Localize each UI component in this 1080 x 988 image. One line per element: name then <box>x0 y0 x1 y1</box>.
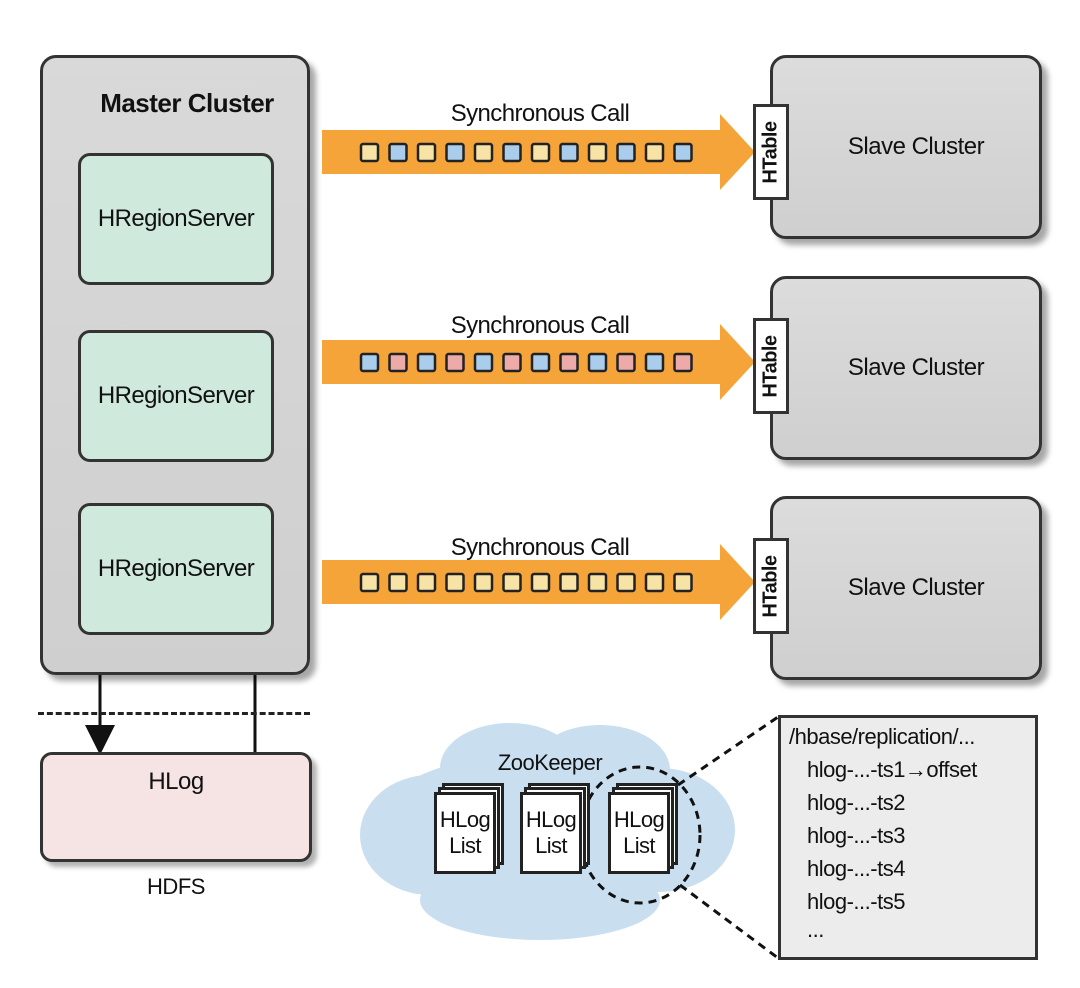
zookeeper-label: ZooKeeper <box>497 750 603 775</box>
queue-item <box>587 352 608 373</box>
replication-path: /hbase/replication/... <box>789 724 975 749</box>
queue-item <box>388 352 408 373</box>
replication-entry-2: hlog-...-ts2 <box>807 790 905 815</box>
queue-item <box>445 142 465 163</box>
slave-cluster-1: Slave Cluster <box>770 55 1042 239</box>
htable-label-3: HTable <box>759 554 782 618</box>
hdfs-label: HDFS <box>147 874 205 899</box>
hlog-box <box>40 752 312 862</box>
hlog-list-3-line1: HLog <box>613 807 665 832</box>
region-server-3: HRegionServer <box>78 503 274 635</box>
queue-item <box>587 572 608 593</box>
region-server-2: HRegionServer <box>78 330 274 462</box>
hlog-list-1-line2: List <box>449 833 481 858</box>
queue-item <box>616 572 636 593</box>
queue-item <box>502 572 522 593</box>
htable-tag-3: HTable <box>753 538 789 634</box>
hlog-title: HLog <box>148 768 204 795</box>
queue-item <box>530 572 551 593</box>
htable-label-1: HTable <box>759 120 782 184</box>
replication-more: ... <box>807 917 824 942</box>
replication-state-panel: /hbase/replication/... hlog-...-ts1→offs… <box>778 715 1038 960</box>
queue-item <box>416 142 437 163</box>
queue-item <box>416 352 437 373</box>
hlog-list-1: HLog List <box>434 792 496 874</box>
queue-item <box>559 572 579 593</box>
sync-call-label-2: Synchronous Call <box>450 312 630 339</box>
queue-item <box>673 572 693 593</box>
queue-item <box>359 352 380 373</box>
region-server-1: HRegionServer <box>78 153 274 285</box>
hlog-list-3-line2: List <box>623 833 655 858</box>
queue-item <box>502 352 522 373</box>
hdfs-boundary-line <box>38 712 310 715</box>
queue-item <box>359 572 380 593</box>
zoom-line-top <box>677 715 779 787</box>
htable-label-2: HTable <box>759 334 782 398</box>
slave-cluster-3: Slave Cluster <box>770 496 1042 680</box>
queue-item <box>388 572 408 593</box>
htable-tag-1: HTable <box>753 104 789 200</box>
queue-item <box>530 352 551 373</box>
master-cluster-title: Master Cluster <box>100 88 274 118</box>
queue-item <box>673 352 693 373</box>
queue-item <box>388 142 408 163</box>
replication-entry-4: hlog-...-ts4 <box>807 856 905 881</box>
hlog-list-2-line2: List <box>535 833 567 858</box>
queue-item <box>644 352 665 373</box>
replication-entry-1: hlog-...-ts1→offset <box>807 757 977 782</box>
queue-item <box>616 352 636 373</box>
slave-cluster-2: Slave Cluster <box>770 276 1042 460</box>
queue-item <box>445 572 465 593</box>
queue-item <box>559 352 579 373</box>
hlog-list-3: HLog List <box>608 792 670 874</box>
queue-item <box>359 142 380 163</box>
hlog-list-1-line1: HLog <box>439 807 491 832</box>
replication-entry-3: hlog-...-ts3 <box>807 823 905 848</box>
queue-item <box>530 142 551 163</box>
queue-item <box>473 352 494 373</box>
hlog-list-2-line1: HLog <box>525 807 577 832</box>
queue-item <box>616 142 636 163</box>
queue-item <box>644 572 665 593</box>
hlog-list-2: HLog List <box>520 792 582 874</box>
htable-tag-2: HTable <box>753 318 789 414</box>
queue-item <box>473 142 494 163</box>
sync-call-label-3: Synchronous Call <box>450 534 630 561</box>
queue-item <box>502 142 522 163</box>
zoom-line-bottom <box>679 883 779 960</box>
queue-item <box>644 142 665 163</box>
queue-item <box>473 572 494 593</box>
queue-item <box>445 352 465 373</box>
replication-entry-5: hlog-...-ts5 <box>807 889 905 914</box>
queue-item <box>416 572 437 593</box>
queue-item <box>559 142 579 163</box>
sync-call-label-1: Synchronous Call <box>450 100 630 127</box>
queue-item <box>673 142 693 163</box>
queue-item <box>587 142 608 163</box>
